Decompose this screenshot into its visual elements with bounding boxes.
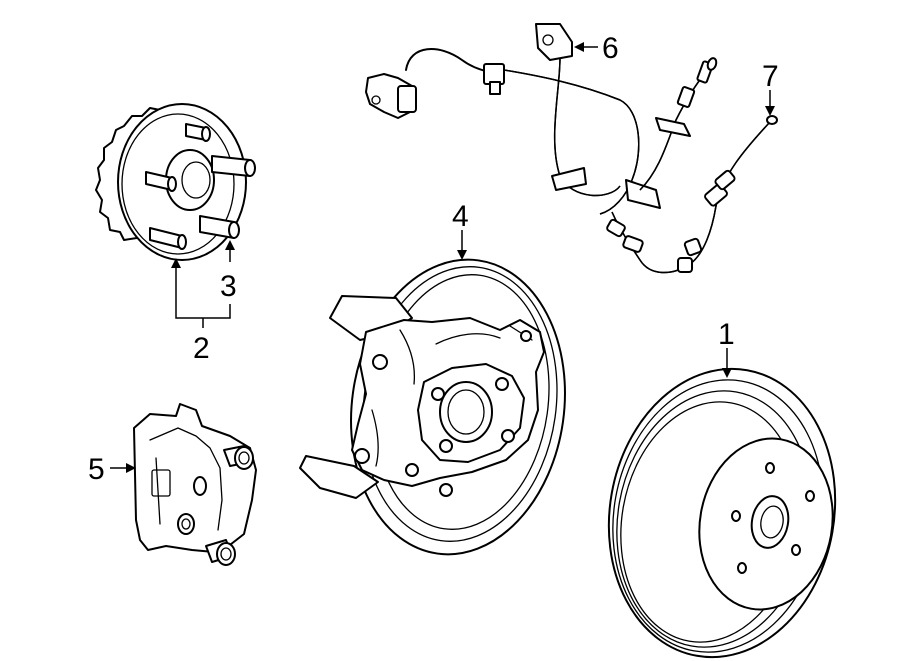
callout-7: 7 <box>762 60 779 93</box>
hub-bearing-assembly <box>95 103 256 261</box>
callout-6: 6 <box>602 32 619 65</box>
wheel-stud <box>149 227 187 250</box>
leader-lines <box>110 42 775 473</box>
wheel-stud <box>211 155 256 177</box>
caliper-bolt <box>223 445 254 470</box>
callout-2: 2 <box>193 332 210 365</box>
brake-drum <box>607 367 837 659</box>
callout-5: 5 <box>88 453 105 486</box>
callout-1: 1 <box>718 318 735 351</box>
brake-caliper <box>133 403 257 566</box>
wheel-stud <box>145 171 177 192</box>
callout-3: 3 <box>220 270 237 303</box>
abs-sensor-harness <box>365 23 778 274</box>
wheel-stud <box>185 123 211 142</box>
caliper-bolt <box>177 513 195 535</box>
wheel-stud <box>199 215 240 239</box>
caliper-bolt <box>205 539 236 566</box>
callout-4: 4 <box>452 200 469 233</box>
backing-plate <box>299 258 566 556</box>
